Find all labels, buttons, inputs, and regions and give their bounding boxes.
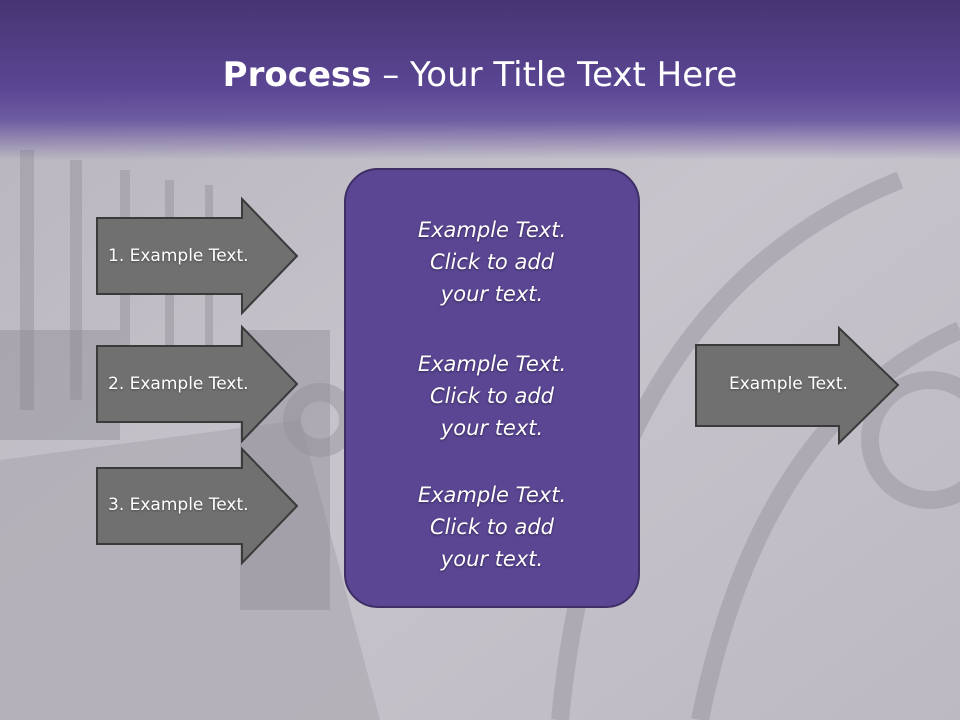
left-arrow-2[interactable]: 2. Example Text. [96,324,299,444]
right-arrow[interactable]: Example Text. [695,325,900,446]
left-arrow-label: 1. Example Text. [108,246,249,266]
arrow-shape-icon [695,325,900,446]
center-text-block-3[interactable]: Example Text. Click to add your text. [417,483,567,571]
title-bold: Process [222,55,372,95]
title-separator: – [371,55,411,95]
center-text-box[interactable]: Example Text. Click to add your text. Ex… [344,168,640,608]
arrow-shape-icon [96,324,299,444]
left-arrow-1[interactable]: 1. Example Text. [96,196,299,316]
header-band [0,0,960,160]
title-rest: Your Title Text Here [410,55,738,95]
center-text-block-2[interactable]: Example Text. Click to add your text. [417,352,567,440]
arrow-shape-icon [96,446,299,566]
arrow-shape-icon [96,196,299,316]
right-arrow-label: Example Text. [729,374,848,394]
left-arrow-label: 2. Example Text. [108,374,249,394]
center-text-block-1[interactable]: Example Text. Click to add your text. [417,218,567,306]
slide-title[interactable]: Process – Your Title Text Here [0,50,960,100]
left-arrow-3[interactable]: 3. Example Text. [96,446,299,566]
left-arrow-label: 3. Example Text. [108,495,249,515]
